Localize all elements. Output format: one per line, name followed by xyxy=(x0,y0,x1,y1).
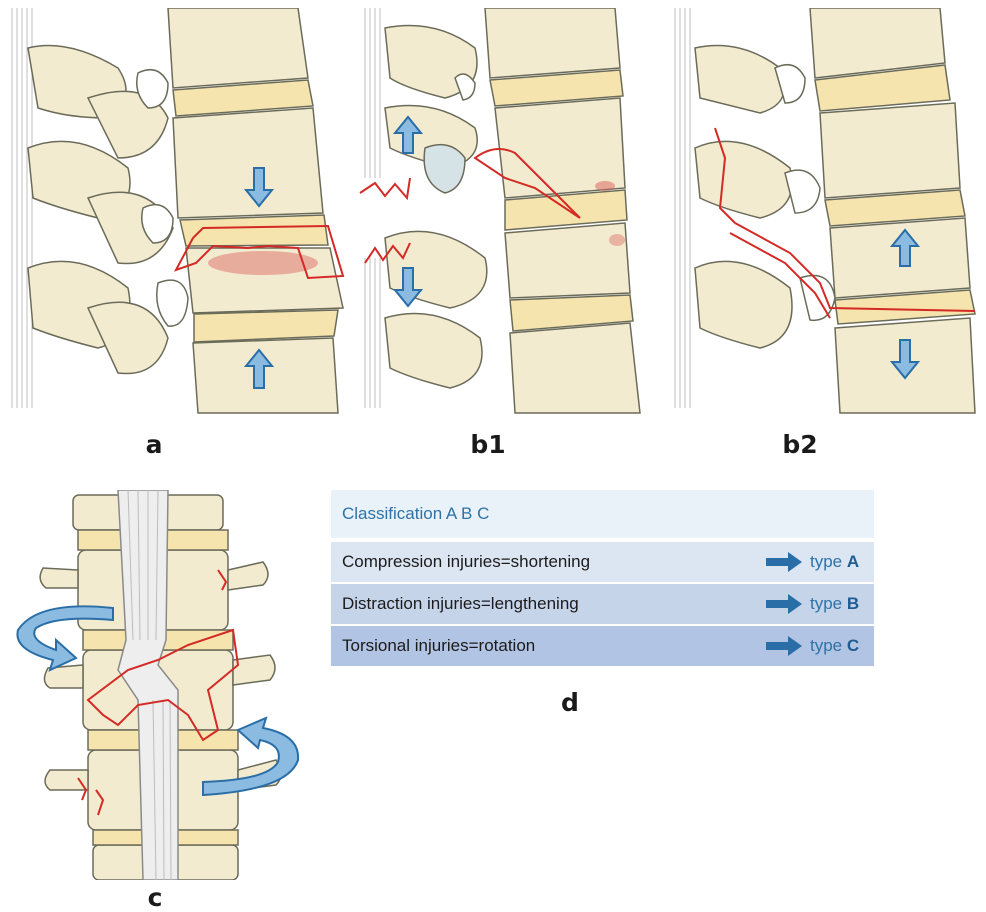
panel-a-compression xyxy=(8,8,348,418)
panel-b2-illustration xyxy=(670,8,980,418)
classification-header: Classification A B C xyxy=(331,490,874,538)
classification-table: Classification A B C Compression injurie… xyxy=(331,490,874,664)
panel-c-torsional xyxy=(8,490,303,880)
row-b-type-prefix: type xyxy=(810,594,842,613)
row-a-type-letter: A xyxy=(847,552,859,571)
classification-row-b: Distraction injuries=lengthening type B xyxy=(331,584,874,624)
panel-b2-distraction xyxy=(670,8,980,418)
posterior-elements xyxy=(695,46,792,349)
caption-d: d xyxy=(561,690,579,715)
panel-a-illustration xyxy=(8,8,348,418)
row-c-type-prefix: type xyxy=(810,636,842,655)
classification-row-a: Compression injuries=shortening type A xyxy=(331,542,874,582)
arrow-right-icon xyxy=(766,636,802,656)
panel-b1-illustration xyxy=(355,8,645,418)
row-b-type-letter: B xyxy=(847,594,859,613)
row-a-type-prefix: type xyxy=(810,552,842,571)
caption-c: c xyxy=(148,885,163,910)
row-a-label: Compression injuries=shortening xyxy=(342,552,766,572)
arrow-right-icon xyxy=(766,552,802,572)
row-c-label: Torsional injuries=rotation xyxy=(342,636,766,656)
arrow-right-icon xyxy=(766,594,802,614)
row-b-label: Distraction injuries=lengthening xyxy=(342,594,766,614)
panel-b1-distraction xyxy=(355,8,645,418)
row-c-type-letter: C xyxy=(847,636,859,655)
caption-a: a xyxy=(146,432,163,457)
ligament-band xyxy=(365,8,380,408)
classification-row-c: Torsional injuries=rotation type C xyxy=(331,626,874,666)
caption-b1: b1 xyxy=(470,432,505,457)
ligament-band xyxy=(675,8,690,408)
panel-c-illustration xyxy=(8,490,303,880)
caption-b2: b2 xyxy=(782,432,817,457)
